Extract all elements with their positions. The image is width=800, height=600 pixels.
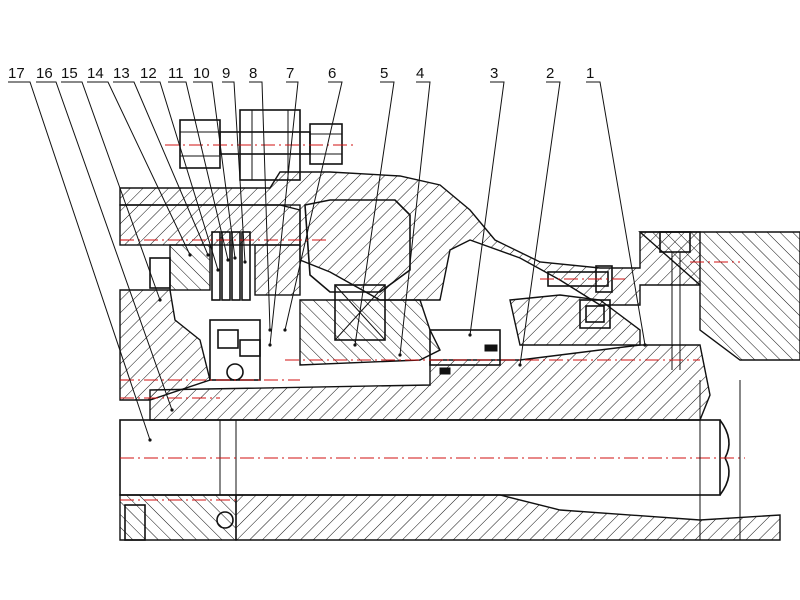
leader-line [87,81,191,256]
part-label-7: 7 [286,65,294,82]
leader-dot [216,268,220,272]
leader-dot [158,298,162,302]
leader-lines [8,81,647,442]
part-label-11: 11 [168,65,184,82]
leader-dot [518,363,522,367]
leader-dot [226,258,230,262]
part-label-3: 3 [490,65,498,82]
leader-line [113,81,209,256]
leader-dot [148,438,152,442]
leader-line [36,81,173,411]
leader-line [269,81,299,346]
lower-casing [119,494,781,541]
leader-dot [268,328,272,332]
seal-chamber-left [119,289,300,401]
leader-dot [170,408,174,412]
part-label-14: 14 [87,65,104,82]
part-label-10: 10 [193,65,210,82]
part-label-17: 17 [8,65,25,82]
leader-line [8,81,151,441]
gland-housing [119,204,330,301]
part-label-5: 5 [380,65,388,82]
leader-line [354,81,395,346]
part-label-8: 8 [249,65,257,82]
leader-line [284,81,343,331]
leader-line [168,81,229,261]
shaft [119,419,745,496]
leader-line [61,81,161,301]
part-label-15: 15 [61,65,78,82]
leader-dot [353,343,357,347]
leader-dot [243,260,247,264]
right-edges [699,380,741,540]
bolt-assembly [165,109,355,181]
leader-dot [233,256,237,260]
leader-dot [268,343,272,347]
part-label-1: 1 [586,65,594,82]
leader-line [140,81,219,271]
leader-dot [643,343,647,347]
leader-line [222,81,246,263]
part-label-12: 12 [140,65,157,82]
small-bolt [540,265,625,293]
part-number-row: 17 16 15 14 13 12 11 10 9 8 7 6 5 4 3 2 … [8,65,594,82]
part-label-9: 9 [222,65,230,82]
leader-line [399,81,431,356]
shaft-sleeve [149,294,711,421]
part-label-4: 4 [416,65,424,82]
leader-line [469,81,505,336]
part-label-6: 6 [328,65,336,82]
leader-dot [283,328,287,332]
leader-dot [468,333,472,337]
leader-line [586,81,646,346]
part-label-13: 13 [113,65,130,82]
leader-dot [188,253,192,257]
leader-dot [398,353,402,357]
leader-line [193,81,236,259]
leader-line [249,81,271,331]
leader-dot [206,253,210,257]
leader-line [519,81,561,366]
part-label-16: 16 [36,65,53,82]
part-label-2: 2 [546,65,554,82]
